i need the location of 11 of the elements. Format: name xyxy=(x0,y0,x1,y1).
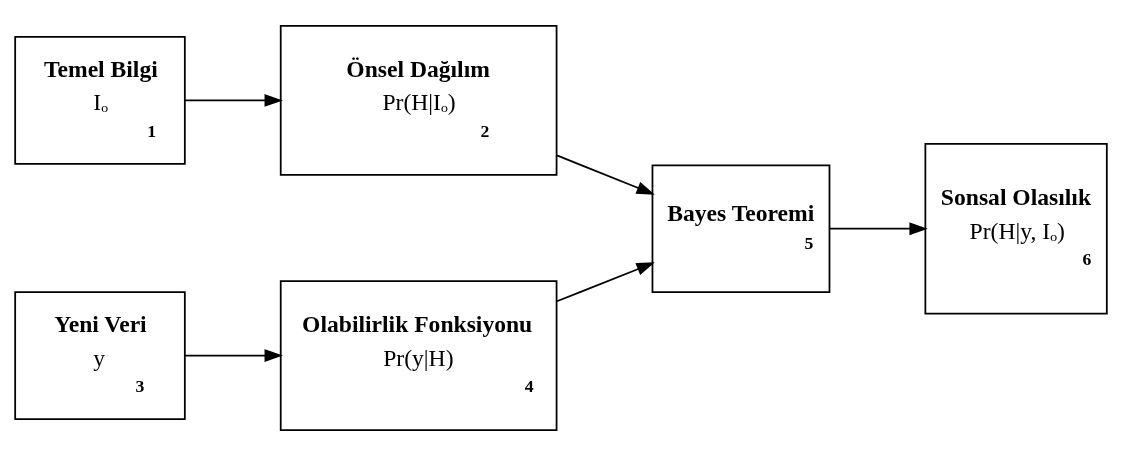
node-box: Yeni Veri y 3 xyxy=(14,291,186,420)
node-box: Sonsal Olasılık Pr(H|y, Iₒ) 6 xyxy=(924,143,1108,315)
arrow xyxy=(183,349,283,362)
node-box: Önsel Dağılım Pr(H|Iₒ) 2 xyxy=(279,25,558,176)
arrow xyxy=(183,94,283,107)
node-box: Bayes Teoremi 5 xyxy=(651,164,831,294)
arrow xyxy=(556,262,655,303)
node-box: Temel Bilgi Iₒ 1 xyxy=(14,36,186,165)
arrow xyxy=(556,154,655,195)
node-box: Olabilirlik Fonksiyonu Pr(y|H) 4 xyxy=(279,280,558,431)
arrow xyxy=(828,222,928,236)
